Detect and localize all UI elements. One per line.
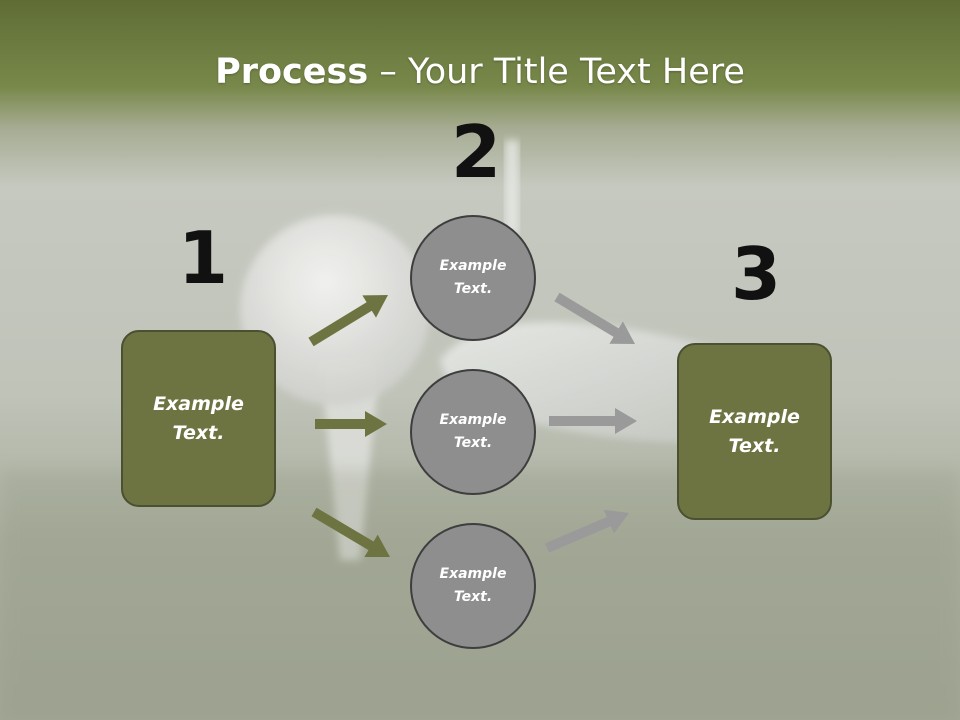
step-2-item-1-text: Example Text. xyxy=(439,258,507,297)
step-1-box: Example Text. xyxy=(121,330,276,507)
title-bold: Process xyxy=(215,52,369,92)
step-2-circle-bottom: Example Text. xyxy=(410,523,536,649)
step-3-number: 3 xyxy=(731,232,782,316)
step-2-circle-top: Example Text. xyxy=(410,215,536,341)
arrow-1-to-2-top xyxy=(308,295,388,347)
arrow-2-top-to-3 xyxy=(554,292,635,344)
step-2-number: 2 xyxy=(451,110,502,194)
arrow-2-middle-to-3 xyxy=(549,408,637,434)
step-2-item-2-text: Example Text. xyxy=(439,412,507,451)
step-3-box: Example Text. xyxy=(677,343,832,520)
step-1-text: Example Text. xyxy=(153,392,244,444)
step-2-item-3-text: Example Text. xyxy=(439,566,507,605)
step-3-text: Example Text. xyxy=(709,405,800,457)
title-text: Your Title Text Here xyxy=(407,52,745,92)
slide-title: Process – Your Title Text Here xyxy=(0,52,960,92)
step-2-circle-middle: Example Text. xyxy=(410,369,536,495)
step-1-number: 1 xyxy=(178,216,229,300)
arrow-1-to-2-bottom xyxy=(311,507,390,557)
arrow-1-to-2-middle xyxy=(315,411,387,437)
title-separator: – xyxy=(379,52,397,92)
arrow-2-bottom-to-3 xyxy=(545,509,629,553)
